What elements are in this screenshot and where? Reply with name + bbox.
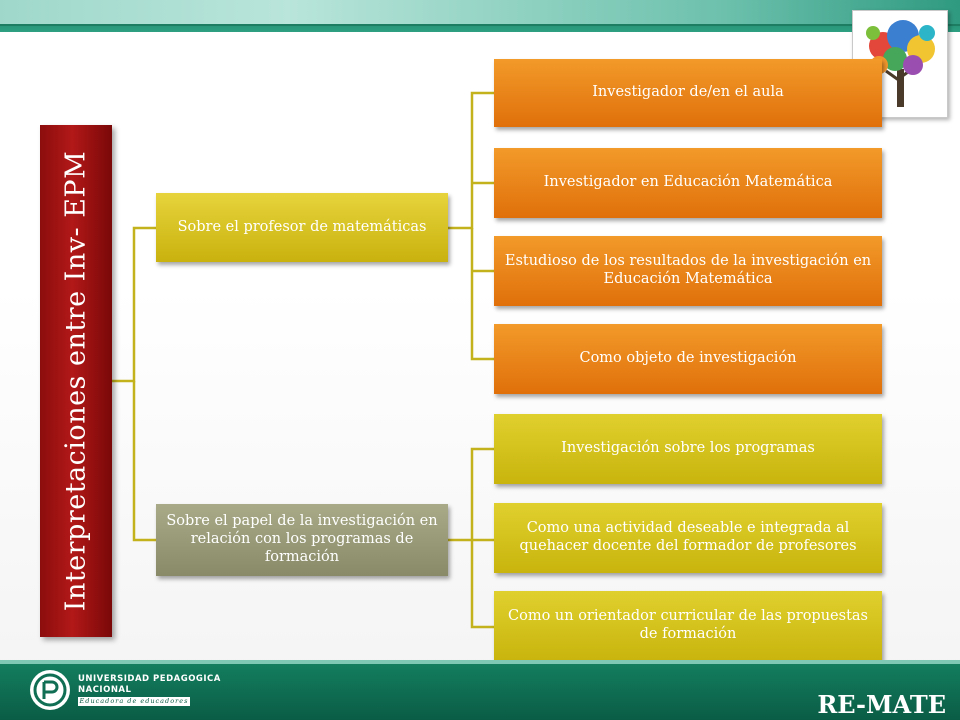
group-node-teacher: Sobre el profesor de matemáticas [156, 193, 448, 262]
university-name: UNIVERSIDAD PEDAGOGICA NACIONAL [78, 674, 221, 696]
leaf-label: Estudioso de los resultados de la invest… [504, 253, 872, 287]
leaf-node-curricular-guide: Como un orientador curricular de las pro… [494, 591, 882, 661]
brand-label: RE-MATE [817, 690, 946, 719]
group-node-research-role: Sobre el papel de la investigación en re… [156, 504, 448, 576]
leaf-label: Como objeto de investigación [579, 350, 797, 367]
university-line2: NACIONAL [78, 685, 132, 695]
tree-logo-icon [852, 10, 948, 118]
leaf-node-desirable-activity: Como una actividad deseable e integrada … [494, 503, 882, 573]
group-label: Sobre el profesor de matemáticas [177, 218, 427, 235]
footer-stripe [0, 660, 960, 664]
root-node: Interpretaciones entre Inv- EPM [40, 125, 112, 637]
leaf-label: Como un orientador curricular de las pro… [508, 608, 868, 642]
leaf-node-research-results: Estudioso de los resultados de la invest… [494, 236, 882, 306]
leaf-label: Investigación sobre los programas [561, 440, 815, 457]
root-label: Interpretaciones entre Inv- EPM [60, 150, 92, 612]
leaf-node-research-object: Como objeto de investigación [494, 324, 882, 394]
university-logo-icon [30, 670, 70, 710]
top-banner-band [0, 0, 960, 26]
leaf-node-program-research: Investigación sobre los programas [494, 414, 882, 484]
top-banner [0, 0, 960, 32]
leaf-node-researcher-math-ed: Investigador en Educación Matemática [494, 148, 882, 218]
leaf-label: Investigador en Educación Matemática [543, 174, 833, 191]
group-label: Sobre el papel de la investigación en re… [166, 513, 438, 565]
leaf-label: Investigador de/en el aula [592, 84, 784, 101]
university-line1: UNIVERSIDAD PEDAGOGICA [78, 674, 221, 684]
footer-bar [0, 660, 960, 720]
leaf-label: Como una actividad deseable e integrada … [519, 520, 857, 554]
leaf-node-researcher-classroom: Investigador de/en el aula [494, 59, 882, 127]
university-tagline: Educadora de educadores [78, 697, 190, 706]
